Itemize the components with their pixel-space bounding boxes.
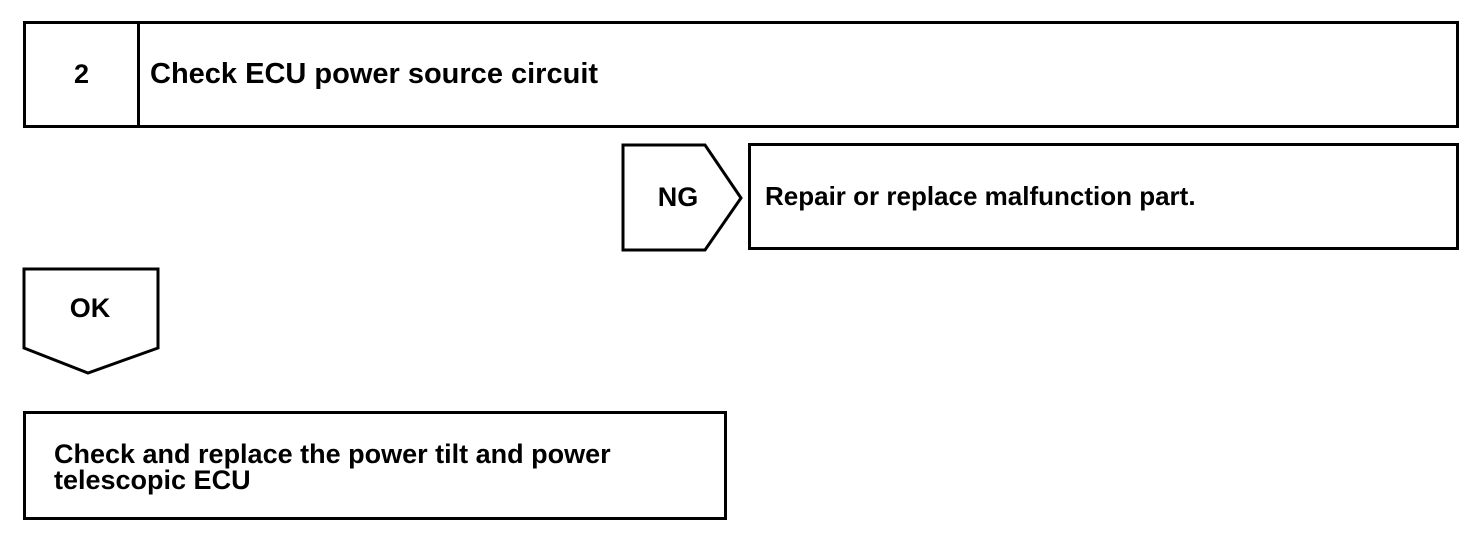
step-title: Check ECU power source circuit xyxy=(150,58,599,90)
ok-action-text: Check and replace the power tilt and pow… xyxy=(54,438,611,495)
step-header: 2 Check ECU power source circuit xyxy=(23,21,1459,128)
ng-action-box: Repair or replace malfunction part. xyxy=(748,143,1459,250)
step-number: 2 xyxy=(26,24,140,125)
ok-label: OK xyxy=(69,293,111,323)
ok-arrow-tag xyxy=(22,267,160,375)
ng-arrow-tag xyxy=(621,143,743,252)
ng-label: NG xyxy=(657,182,699,212)
ok-action-box: Check and replace the power tilt and pow… xyxy=(23,411,727,520)
